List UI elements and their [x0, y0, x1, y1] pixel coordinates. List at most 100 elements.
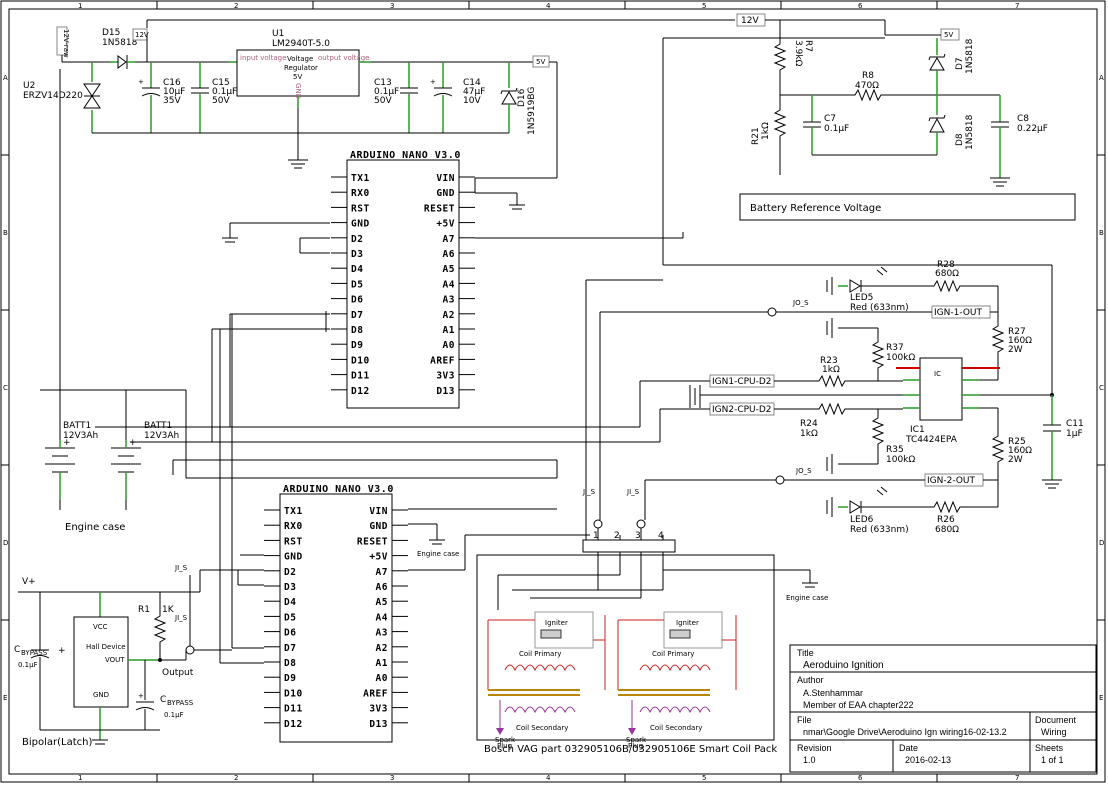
- coil1-primary: Coil Primary: [519, 650, 561, 658]
- row-e-left: E: [3, 694, 7, 702]
- nano1-pin-d6: D6: [351, 295, 363, 306]
- r26-ref: R26: [937, 515, 955, 525]
- nano2-pin-d2: D2: [284, 567, 296, 578]
- nano2-pin-d13: D13: [369, 719, 388, 730]
- coil-pack-box: [476, 554, 775, 741]
- nano1-pin-d4: D4: [351, 264, 363, 275]
- c13-val: 0.1µF: [374, 87, 399, 97]
- tb-rev-hdr: Revision: [797, 743, 832, 753]
- d7-part: 1N5818: [965, 38, 975, 74]
- tb-sheets: 1 of 1: [1041, 755, 1064, 765]
- nano2-wiring: Engine case: [219, 314, 590, 664]
- col-6-top: 6: [858, 2, 863, 10]
- nano1-pin-d11: D11: [351, 371, 370, 382]
- tb-file: nmar\Google Drive\Aeroduino Ign wiring16…: [803, 727, 1007, 737]
- tb-doc-hdr: Document: [1035, 715, 1077, 725]
- row-d-right: D: [1099, 539, 1104, 547]
- c11-ref: C11: [1066, 419, 1084, 429]
- coil-engine-case: Engine case: [786, 594, 828, 602]
- arduino-nano-1: ARDUINO NANO V3.0 TX1RX0RSTGNDD2D3D4D5D6…: [331, 150, 475, 409]
- cbyp2-val: 0.1µF: [164, 711, 184, 719]
- c15-capacitor: [191, 62, 209, 133]
- coil-ji-s-1: JI_S: [582, 488, 596, 496]
- c15-val: 0.1µF: [212, 87, 237, 97]
- row-b-left: B: [3, 229, 8, 237]
- nano1-pin-aref: AREF: [430, 355, 455, 366]
- nano2-pin-gnd: GND: [369, 521, 388, 532]
- batt-b-ref: BATT1: [144, 421, 172, 431]
- u2-ref: U2: [23, 81, 35, 91]
- r21-ref: R21: [751, 127, 761, 145]
- coil-2: Igniter Coil Primary Coil Secondary Spar…: [617, 611, 737, 750]
- r26-resistor: [930, 500, 998, 514]
- tb-sheets-hdr: Sheets: [1035, 743, 1064, 753]
- nano1-pin-+5v: +5V: [436, 219, 455, 230]
- nano1-pin-d9: D9: [351, 340, 363, 351]
- col-4-bottom: 4: [546, 774, 551, 782]
- nano2-pin-reset: RESET: [357, 536, 388, 547]
- svg-text:+: +: [138, 692, 144, 700]
- d7-ref: D7: [955, 57, 965, 70]
- title-block: Title Aeroduino Ignition Author A.Stenha…: [789, 644, 1097, 773]
- coil-pin-4: 4: [658, 531, 664, 541]
- nano2-pin-d12: D12: [284, 719, 303, 730]
- u1-regulator: [229, 49, 371, 108]
- hall-vplus: V+: [22, 577, 36, 587]
- led5-val: Red (633nm): [850, 303, 909, 313]
- nano1-pin-d7: D7: [351, 310, 363, 321]
- r1-ref: R1: [138, 605, 150, 615]
- nano1-wiring: [211, 177, 1053, 442]
- tb-title: Aeroduino Ignition: [803, 660, 884, 671]
- nano2-pin-a1: A1: [376, 658, 388, 669]
- c14-ref: C14: [463, 78, 481, 88]
- batteries-caption: Engine case: [65, 522, 125, 533]
- r28-val: 680Ω: [935, 269, 959, 279]
- coil-pack-caption: Bosch VAG part 032905106B/032905106E Sma…: [484, 744, 777, 755]
- r8-val: 470Ω: [855, 81, 879, 91]
- row-a-left: A: [3, 74, 8, 82]
- u1-out-volts: 5V: [293, 73, 302, 81]
- tb-title-hdr: Title: [797, 648, 814, 658]
- r24-val: 1kΩ: [800, 429, 818, 439]
- svg-text:+: +: [430, 78, 436, 86]
- svg-text:+: +: [129, 438, 137, 448]
- coil-1: Igniter Coil Primary Coil Secondary Spar…: [487, 611, 606, 750]
- nano1-pin-gnd: GND: [436, 188, 455, 199]
- hall-gnd: GND: [93, 691, 109, 699]
- coil-pack-section: Bosch VAG part 032905106B/032905106E Sma…: [476, 488, 828, 755]
- d15-diode: [110, 55, 135, 69]
- hall-output-port: [185, 645, 195, 655]
- batt-b-val: 12V3Ah: [144, 431, 179, 441]
- coil-pin-2: 2: [614, 531, 620, 541]
- c13-ref: C13: [374, 78, 392, 88]
- nano1-pin-d10: D10: [351, 355, 370, 366]
- hall-ji-s-top: JI_S: [174, 564, 188, 572]
- d7-diode: [928, 38, 946, 95]
- r37-val: 100kΩ: [886, 353, 915, 363]
- c16-ref: C16: [163, 78, 181, 88]
- net-tag-12v-b-label: 12V: [741, 16, 759, 26]
- u2-part: ERZV14D220: [23, 91, 83, 101]
- nano2-pin-d8: D8: [284, 658, 296, 669]
- r8-ref: R8: [862, 71, 874, 81]
- nano1-pin-a1: A1: [443, 325, 455, 336]
- nano1-pin-d2: D2: [351, 234, 363, 245]
- d16-ref: D16: [517, 88, 527, 107]
- coil-connector: [582, 539, 676, 553]
- r7-resistor: [773, 40, 787, 95]
- tb-author2: Member of EAA chapter222: [803, 700, 914, 710]
- cbyp2-c: C: [160, 695, 166, 705]
- nano2-pin-3v3: 3V3: [369, 704, 388, 715]
- nano1-pin-a7: A7: [443, 234, 455, 245]
- nano2-pin-tx1: TX1: [284, 506, 303, 517]
- hall-vout: VOUT: [105, 656, 125, 664]
- u1-title: Voltage: [287, 55, 313, 63]
- ic1-inner-label: IC: [934, 370, 941, 378]
- c7-capacitor: [803, 95, 821, 155]
- row-c-right: C: [1099, 384, 1104, 392]
- nano2-pin-d7: D7: [284, 643, 296, 654]
- col-3-bottom: 3: [390, 774, 394, 782]
- r25-watt: 2W: [1008, 455, 1023, 465]
- r25-val: 160Ω: [1008, 446, 1032, 456]
